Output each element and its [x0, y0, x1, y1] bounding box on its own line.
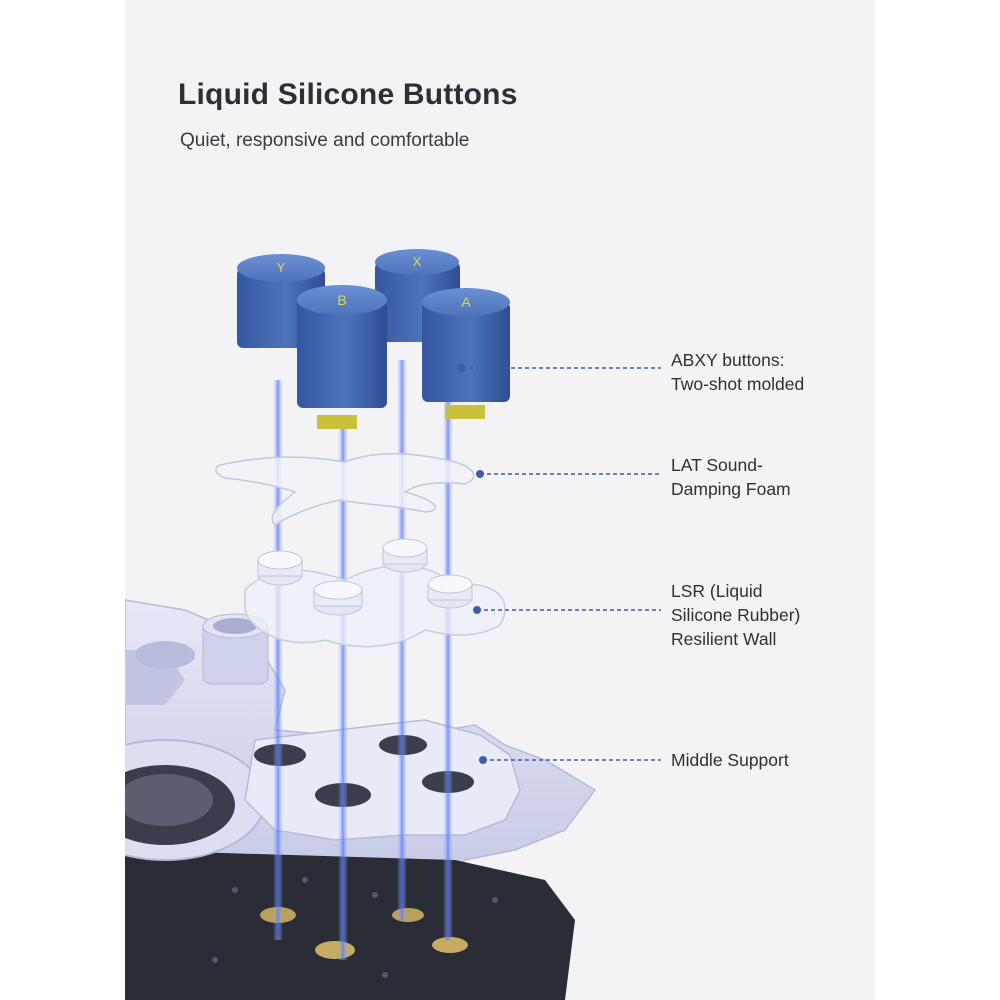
callout-abxy-buttons: ABXY buttons: Two-shot molded [671, 350, 805, 394]
button-a: A [422, 288, 510, 419]
lsr-resilient-wall [244, 538, 506, 648]
exploded-button-diagram: Y X B A [125, 249, 661, 1000]
callout-lat-foam: LAT Sound- Damping Foam [671, 455, 791, 499]
product-panel: Liquid Silicone Buttons Quiet, responsiv… [125, 0, 875, 1000]
page-subtitle: Quiet, responsive and comfortable [180, 130, 470, 151]
glyph-x: X [413, 254, 422, 269]
callout-lsr-wall: LSR (Liquid Silicone Rubber) Resilient W… [671, 581, 801, 649]
page-title: Liquid Silicone Buttons [178, 78, 518, 111]
middle-support [244, 719, 521, 841]
glyph-a: A [461, 294, 471, 310]
circuit-board [125, 850, 575, 1000]
glyph-y: Y [277, 260, 286, 275]
button-b: B [297, 285, 387, 429]
callout-middle-support: Middle Support [671, 750, 789, 770]
glyph-b: B [337, 292, 346, 308]
leader-lines [458, 364, 661, 764]
lat-sound-damping-foam [215, 453, 475, 526]
